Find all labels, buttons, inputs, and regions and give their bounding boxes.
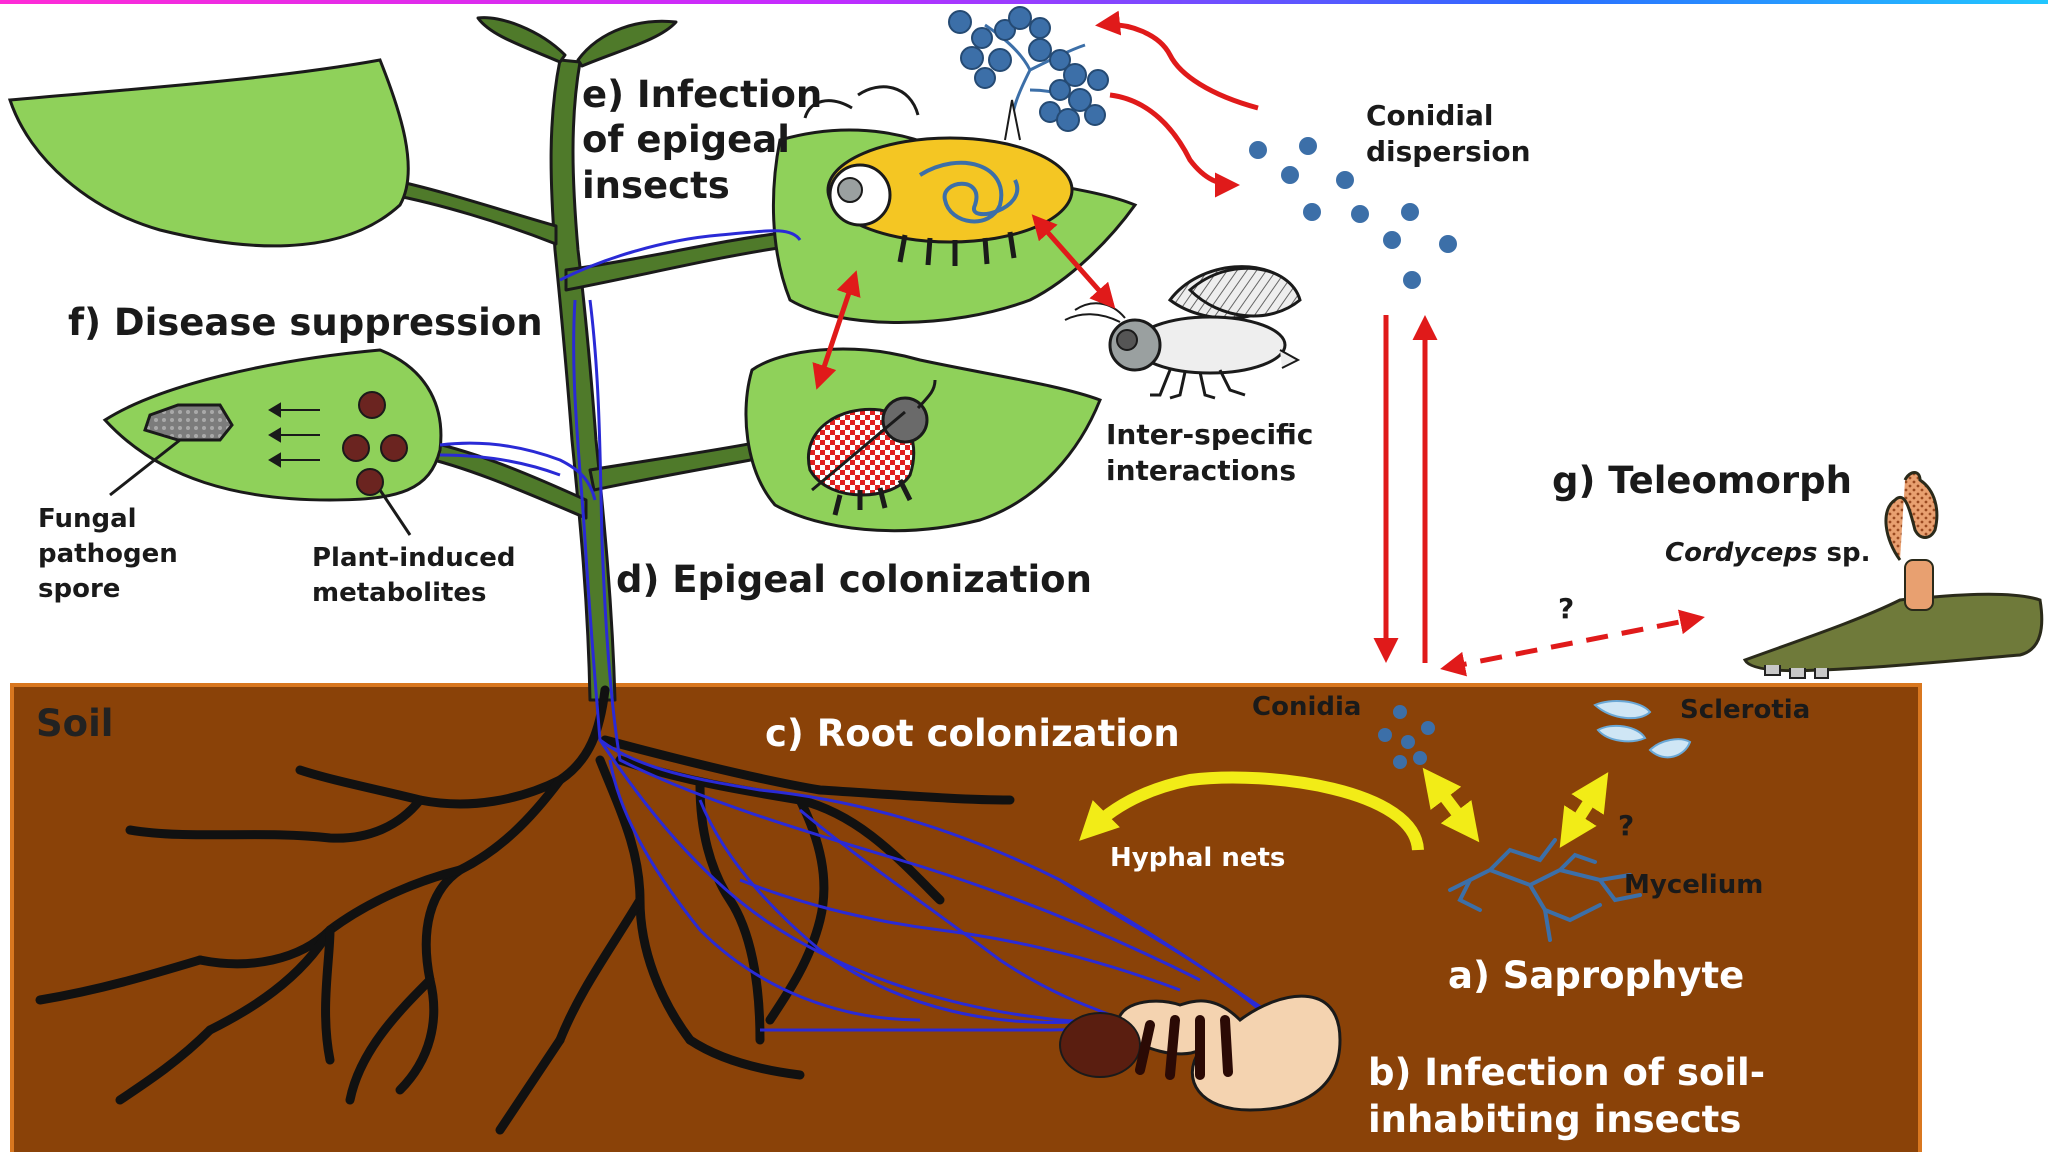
fungal-pathogen-label-1: Fungal [38,504,137,534]
plant-induced-label-2: metabolites [312,578,487,608]
conidial-dispersion-label-1: Conidial [1366,99,1493,132]
red-interaction-arrows [812,10,1705,677]
infection-soil-label-1: b) Infection of soil- [1368,1051,1765,1094]
soil-block [10,683,1922,1152]
epigeal-colonization-label: d) Epigeal colonization [616,558,1092,601]
conidia-label: Conidia [1252,692,1361,722]
sclerotia [1593,699,1692,759]
infection-soil-label-2: inhabiting insects [1368,1098,1741,1141]
yellow-arrows [1079,767,1609,851]
cordyceps-sp: sp. [1817,538,1870,568]
saprophyte-label: a) Saprophyte [1448,954,1744,997]
interspecific-label-1: Inter-specific [1106,418,1313,451]
sclerotia-label: Sclerotia [1680,695,1810,725]
infection-epigeal-label-1: e) Infection [582,73,822,116]
cordyceps-label: Cordyceps sp. [1665,538,1870,568]
root-colonization-label: c) Root colonization [765,712,1180,755]
suppression-arrows [268,402,320,468]
epigeal-insect-ladybug [807,379,937,516]
leaf-middle-right [744,347,1102,533]
mycelium-label: Mycelium [1624,870,1763,900]
plant-induced-metabolites [342,391,412,536]
dispersed-conidia [1249,137,1457,289]
plant-induced-label-1: Plant-induced [312,543,515,573]
fungal-pathogen-label-3: spore [38,574,120,604]
hyphal-network [439,229,1322,1081]
disease-suppression-label: f) Disease suppression [68,301,543,344]
mycelium [1448,838,1642,942]
interspecific-label-2: interactions [1106,454,1296,487]
cordyceps-genus: Cordyceps [1665,538,1817,568]
soil-label: Soil [36,702,113,745]
hyphal-nets-label: Hyphal nets [1110,843,1285,873]
sclerotia-question-mark: ? [1618,809,1634,842]
conidial-dispersion-label-2: dispersion [1366,135,1531,168]
leaf-disease-suppression [102,348,443,502]
infection-epigeal-label-2: of epigeal [582,118,790,161]
soil-conidia [1378,705,1435,769]
top-accent-bar [0,0,2048,4]
teleomorph-label: g) Teleomorph [1552,459,1852,502]
infection-epigeal-label-3: insects [582,164,730,207]
leaf-top-left [7,58,410,248]
conidiophore-cluster [948,6,1109,141]
fungal-pathogen-spore [109,403,234,497]
soil-insect-grub [1059,994,1342,1112]
root-system [35,685,1015,1135]
teleomorph-question-mark: ? [1558,592,1574,625]
cordyceps-body [1742,471,2044,679]
fungal-pathogen-label-2: pathogen [38,539,178,569]
epigeal-insect-yellow [803,85,1074,266]
inter-specific-insect-fly [1064,265,1302,400]
